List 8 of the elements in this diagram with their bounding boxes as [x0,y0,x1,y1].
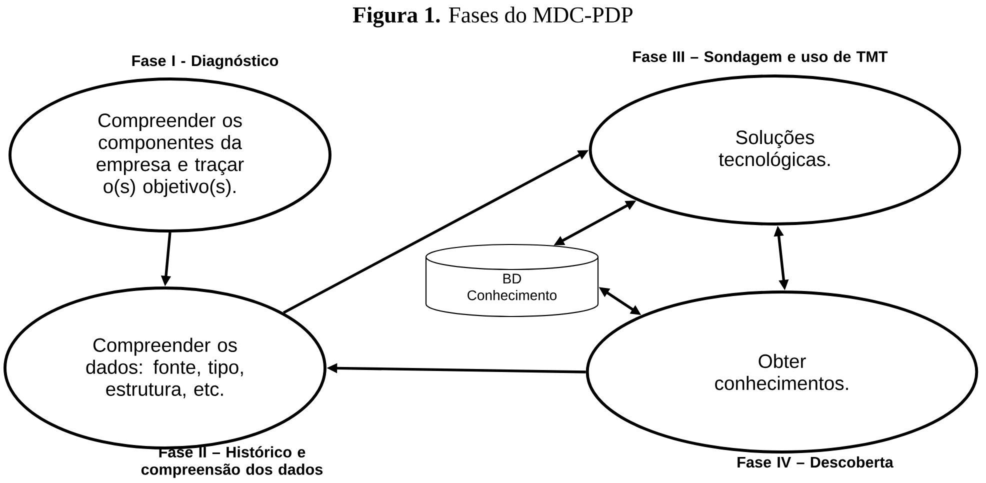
phase-heading: Fase III – Sondagem e uso de TMT [633,50,888,66]
figure-title: Figura 1. Fases do MDC-PDP [352,6,632,28]
phase-heading: Fase IV – Descoberta [738,456,894,468]
phase-heading: Fase I - Diagnóstico [132,54,278,70]
ellipse-node: Soluções tecnológicas. [588,74,962,226]
ellipse-node: Obter conhecimentos. [586,290,978,454]
database-cylinder: BD Conhecimento [425,244,599,318]
ellipse-node: Compreender os componentes da empresa e traçar o(s) objetivo(s). [8,78,332,232]
